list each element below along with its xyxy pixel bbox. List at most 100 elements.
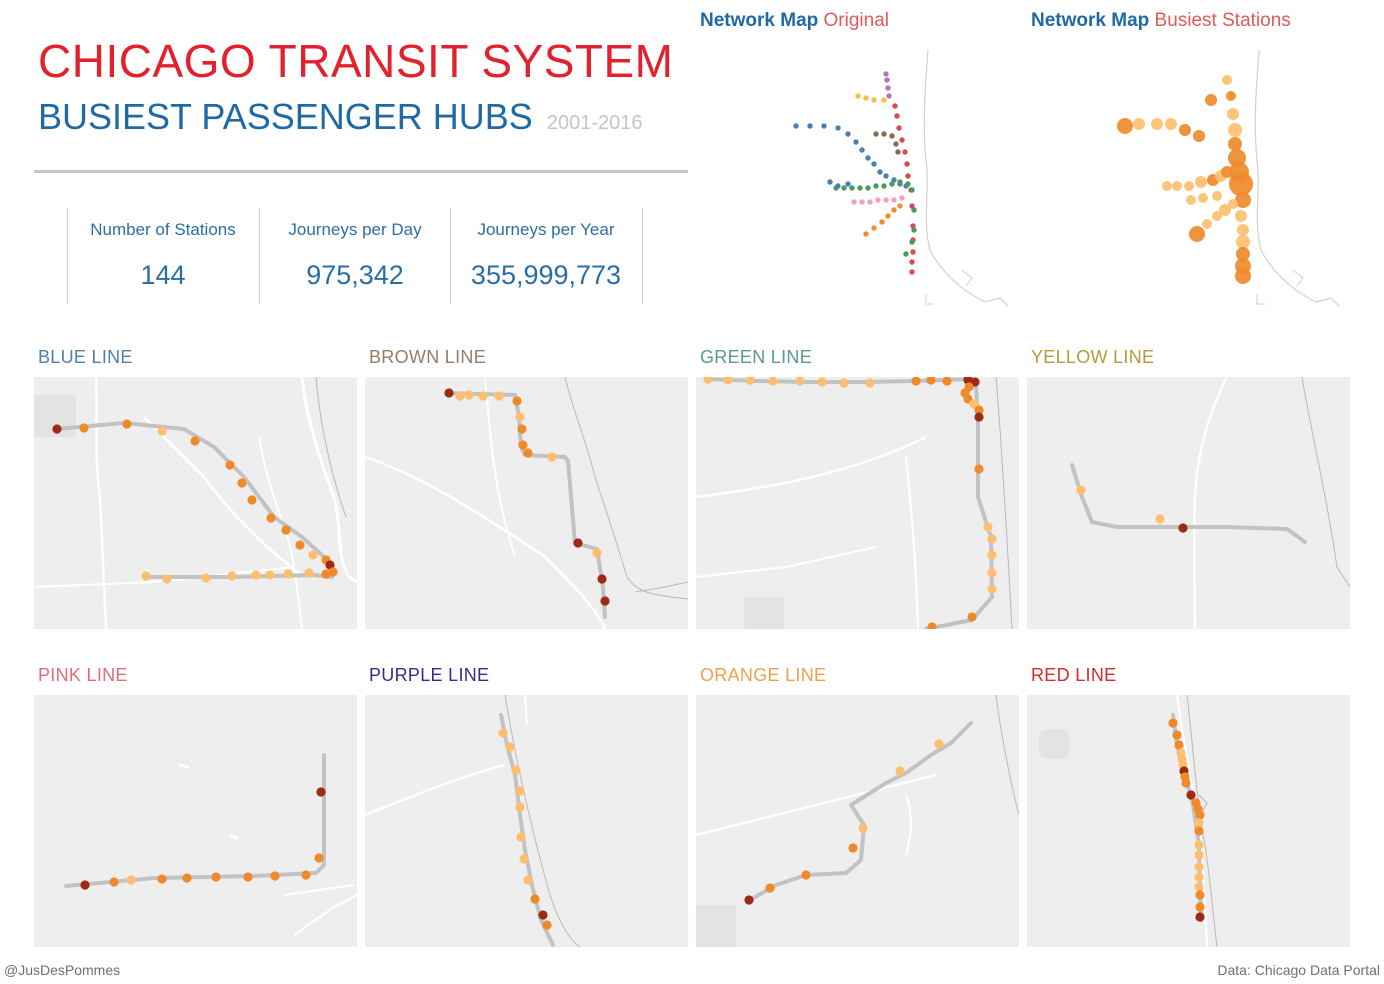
station-marker[interactable]: [895, 149, 901, 155]
station-marker[interactable]: [974, 464, 984, 474]
station-marker[interactable]: [795, 377, 805, 386]
station-marker[interactable]: [911, 227, 917, 233]
station-marker[interactable]: [542, 920, 552, 930]
station-marker[interactable]: [283, 569, 293, 579]
station-marker[interactable]: [1194, 882, 1204, 892]
station-marker[interactable]: [512, 396, 522, 406]
station-marker[interactable]: [867, 199, 873, 205]
station-marker[interactable]: [519, 854, 529, 864]
station-marker[interactable]: [892, 103, 898, 109]
station-marker[interactable]: [911, 207, 917, 213]
station-marker[interactable]: [909, 269, 915, 275]
station-marker[interactable]: [875, 197, 881, 203]
station-marker[interactable]: [905, 173, 911, 179]
station-marker[interactable]: [301, 870, 311, 880]
station-marker[interactable]: [1228, 199, 1238, 209]
station-marker[interactable]: [723, 377, 733, 385]
station-marker[interactable]: [855, 93, 861, 99]
station-marker[interactable]: [1151, 118, 1163, 130]
station-marker[interactable]: [1235, 268, 1251, 284]
station-marker[interactable]: [848, 843, 858, 853]
station-marker[interactable]: [1172, 730, 1182, 740]
station-marker[interactable]: [1195, 902, 1205, 912]
station-marker[interactable]: [157, 874, 167, 884]
station-marker[interactable]: [1195, 176, 1207, 188]
station-marker[interactable]: [845, 131, 851, 137]
station-marker[interactable]: [1205, 94, 1217, 106]
station-marker[interactable]: [1133, 118, 1145, 130]
station-marker[interactable]: [974, 405, 984, 415]
station-marker[interactable]: [1194, 826, 1204, 836]
station-marker[interactable]: [141, 571, 151, 581]
station-marker[interactable]: [859, 199, 865, 205]
station-marker[interactable]: [1237, 224, 1249, 236]
station-marker[interactable]: [314, 853, 324, 863]
station-marker[interactable]: [891, 207, 897, 213]
station-marker[interactable]: [889, 133, 895, 139]
station-marker[interactable]: [883, 197, 889, 203]
station-marker[interactable]: [1076, 485, 1086, 495]
station-marker[interactable]: [1212, 191, 1222, 201]
station-marker[interactable]: [455, 391, 465, 401]
station-marker[interactable]: [863, 231, 869, 237]
station-marker[interactable]: [243, 872, 253, 882]
station-marker[interactable]: [1162, 181, 1172, 191]
station-marker[interactable]: [538, 910, 548, 920]
station-marker[interactable]: [597, 574, 607, 584]
station-marker[interactable]: [227, 571, 237, 581]
station-marker[interactable]: [974, 412, 984, 422]
station-marker[interactable]: [573, 538, 583, 548]
station-marker[interactable]: [511, 765, 521, 775]
station-marker[interactable]: [464, 390, 474, 400]
station-marker[interactable]: [1168, 718, 1178, 728]
station-marker[interactable]: [190, 436, 200, 446]
station-marker[interactable]: [899, 195, 905, 201]
station-marker[interactable]: [1186, 195, 1196, 205]
station-marker[interactable]: [109, 877, 119, 887]
station-marker[interactable]: [853, 139, 859, 145]
station-marker[interactable]: [498, 728, 508, 738]
station-marker[interactable]: [827, 179, 833, 185]
network-map-busiest[interactable]: [1021, 40, 1351, 316]
green-line-map[interactable]: [696, 377, 1019, 629]
station-marker[interactable]: [873, 131, 879, 137]
station-marker[interactable]: [839, 378, 849, 388]
station-marker[interactable]: [884, 77, 890, 83]
station-marker[interactable]: [505, 742, 515, 752]
station-marker[interactable]: [251, 570, 261, 580]
station-marker[interactable]: [515, 786, 525, 796]
station-marker[interactable]: [79, 423, 89, 433]
station-marker[interactable]: [1235, 192, 1251, 208]
station-marker[interactable]: [703, 377, 713, 384]
station-marker[interactable]: [1219, 204, 1231, 216]
station-marker[interactable]: [1194, 862, 1204, 872]
station-marker[interactable]: [865, 155, 871, 161]
station-marker[interactable]: [325, 560, 335, 570]
station-marker[interactable]: [1195, 912, 1205, 922]
station-marker[interactable]: [871, 97, 877, 103]
station-marker[interactable]: [858, 823, 868, 833]
station-marker[interactable]: [899, 137, 905, 143]
station-marker[interactable]: [523, 875, 533, 885]
station-marker[interactable]: [1155, 514, 1165, 524]
station-marker[interactable]: [817, 377, 827, 387]
station-marker[interactable]: [478, 391, 488, 401]
station-marker[interactable]: [835, 125, 841, 131]
station-marker[interactable]: [1236, 247, 1250, 261]
station-marker[interactable]: [883, 71, 889, 77]
station-marker[interactable]: [1221, 166, 1233, 178]
station-marker[interactable]: [270, 871, 280, 881]
station-marker[interactable]: [859, 147, 865, 153]
station-marker[interactable]: [909, 239, 915, 245]
station-marker[interactable]: [530, 894, 540, 904]
station-marker[interactable]: [745, 377, 755, 385]
yellow-line-map[interactable]: [1027, 377, 1350, 629]
station-marker[interactable]: [849, 185, 855, 191]
station-marker[interactable]: [157, 426, 167, 436]
pink-line-map[interactable]: [34, 695, 357, 947]
station-marker[interactable]: [517, 424, 527, 434]
station-marker[interactable]: [967, 612, 977, 622]
station-marker[interactable]: [885, 213, 891, 219]
red-line-map[interactable]: [1027, 695, 1350, 947]
station-marker[interactable]: [801, 870, 811, 880]
